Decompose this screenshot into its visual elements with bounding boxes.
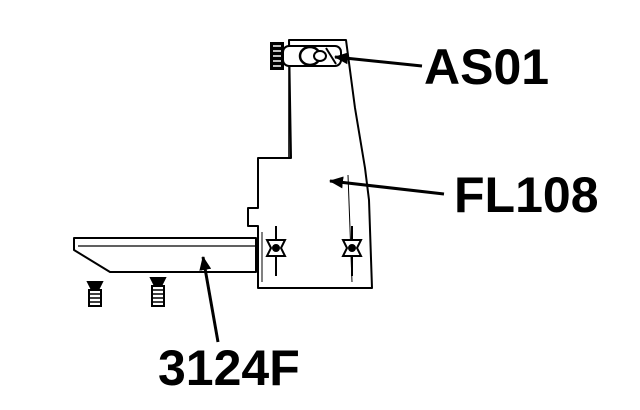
arrow-3124f bbox=[199, 256, 220, 343]
mounting-screw-left bbox=[86, 281, 104, 307]
mounting-screw-right bbox=[149, 277, 167, 307]
clip-part bbox=[270, 42, 342, 70]
arrow-fl108 bbox=[329, 176, 445, 196]
wing-screw-right bbox=[341, 226, 363, 276]
arrow-as01 bbox=[334, 52, 423, 68]
wing-screw-left bbox=[265, 226, 287, 276]
label-as01: AS01 bbox=[424, 39, 549, 95]
label-fl108: FL108 bbox=[454, 167, 599, 223]
label-3124f: 3124F bbox=[158, 340, 300, 396]
plate-part bbox=[73, 237, 257, 273]
